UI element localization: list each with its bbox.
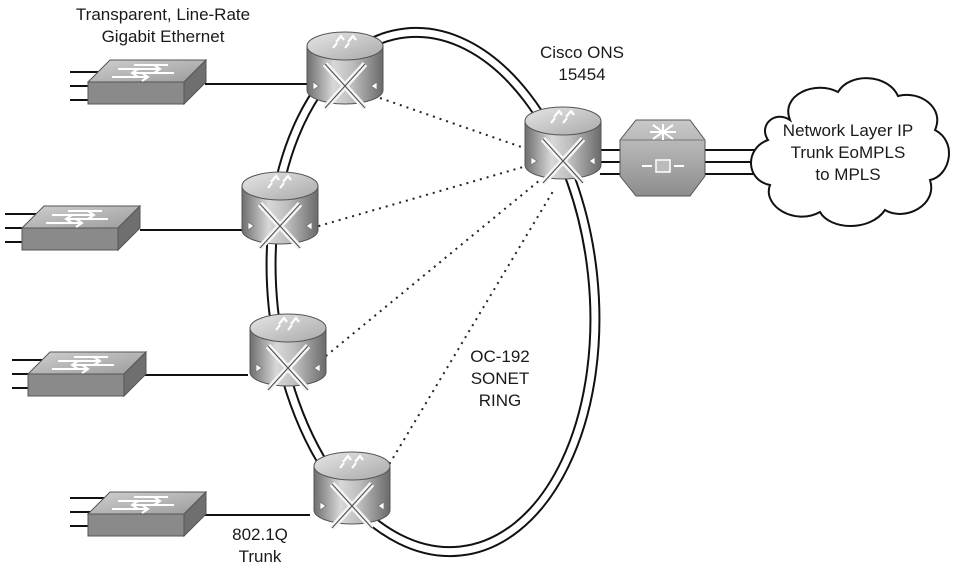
cloud-label: Network Layer IP Trunk EoMPLS to MPLS (758, 120, 938, 186)
switch-uplinks (140, 83, 310, 516)
ring-node-3 (250, 314, 326, 390)
sonet-ring-inner (274, 35, 592, 549)
cloud-label-line3: to MPLS (815, 165, 881, 184)
atm-mpls-switch-icon (619, 119, 706, 197)
ring-node-4 (314, 452, 390, 528)
cloud-label-line2: Trunk EoMPLS (790, 143, 906, 162)
trunk-label-line1: 802.1Q (232, 525, 288, 544)
ring-node-1 (307, 32, 383, 108)
access-switch-2 (21, 205, 141, 251)
access-switch-3 (27, 351, 147, 397)
cisco-ons-15454-hub-node (525, 107, 601, 183)
switch-group-label-line1: Transparent, Line-Rate (75, 5, 251, 24)
hub-node-label: Cisco ONS 15454 (522, 42, 642, 86)
edge-links (600, 149, 760, 175)
ring-label-line3: RING (478, 391, 522, 410)
cloud-icon (750, 77, 950, 227)
switch-trunk-lines (5, 71, 112, 527)
trunk-label-line2: Trunk (238, 547, 282, 566)
hub-node-label-line1: Cisco ONS (539, 43, 625, 62)
ring-node-2 (242, 172, 318, 248)
cloud-label-line1: Network Layer IP (782, 121, 914, 140)
dotted-connections (304, 97, 556, 489)
switch-group-label-line2: Gigabit Ethernet (101, 27, 225, 46)
hub-node-label-line2: 15454 (558, 65, 606, 84)
sonet-ring-outer (265, 26, 601, 558)
trunk-label: 802.1Q Trunk (210, 524, 310, 568)
switch-group-label: Transparent, Line-Rate Gigabit Ethernet (48, 4, 278, 48)
ring-label-line1: OC-192 (470, 347, 530, 366)
ring-label-line2: SONET (470, 369, 530, 388)
access-switch-4 (87, 491, 207, 537)
access-switch-1 (87, 59, 207, 105)
ring-label: OC-192 SONET RING (450, 346, 550, 412)
